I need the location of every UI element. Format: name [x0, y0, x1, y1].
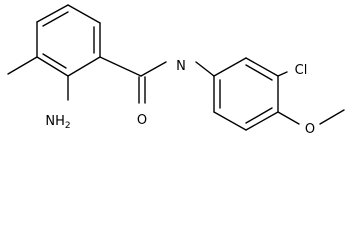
carbonyl-oxygen-label: O — [137, 113, 147, 128]
amino-label: NH2 — [45, 114, 70, 131]
bond-ring1-a — [36, 4, 69, 23]
bond-ring2-a — [213, 57, 247, 77]
bond-carbonyl-to-nh — [140, 61, 167, 77]
bond-ring2-double-1 — [245, 64, 273, 81]
amide-nh-label: N — [176, 59, 186, 74]
bond-ring1-d — [67, 56, 101, 77]
bond-methoxy-methyl — [319, 109, 345, 125]
bond-ring2-d — [245, 111, 279, 131]
bond-ring2-e — [213, 111, 247, 131]
chlorine-label: Cl — [295, 63, 308, 78]
bond-ring2-double-2 — [245, 107, 273, 124]
bond-ring1-e — [36, 56, 69, 77]
bond-ring2-b — [245, 57, 279, 77]
bond-nh-to-ring2 — [195, 61, 215, 77]
chemical-structure: NH2 O N Cl O — [7, 4, 345, 137]
amide-n: N — [176, 59, 186, 74]
bond-methyl — [7, 56, 38, 75]
methoxy-oxygen-label: O — [305, 122, 315, 137]
left-benzene-ring — [36, 4, 101, 77]
bond-ring1-double-3 — [42, 53, 67, 69]
amino-n: N — [45, 114, 55, 129]
bond-chloro — [277, 71, 288, 77]
bond-methoxy-o — [277, 111, 300, 125]
bond-ring1-to-carbonyl — [99, 56, 142, 77]
bond-ring1-b — [67, 4, 101, 24]
amino-h: H — [55, 114, 65, 129]
amino-subscript: 2 — [65, 121, 71, 131]
right-benzene-ring — [213, 57, 279, 131]
bond-ring1-double-1 — [42, 11, 69, 27]
